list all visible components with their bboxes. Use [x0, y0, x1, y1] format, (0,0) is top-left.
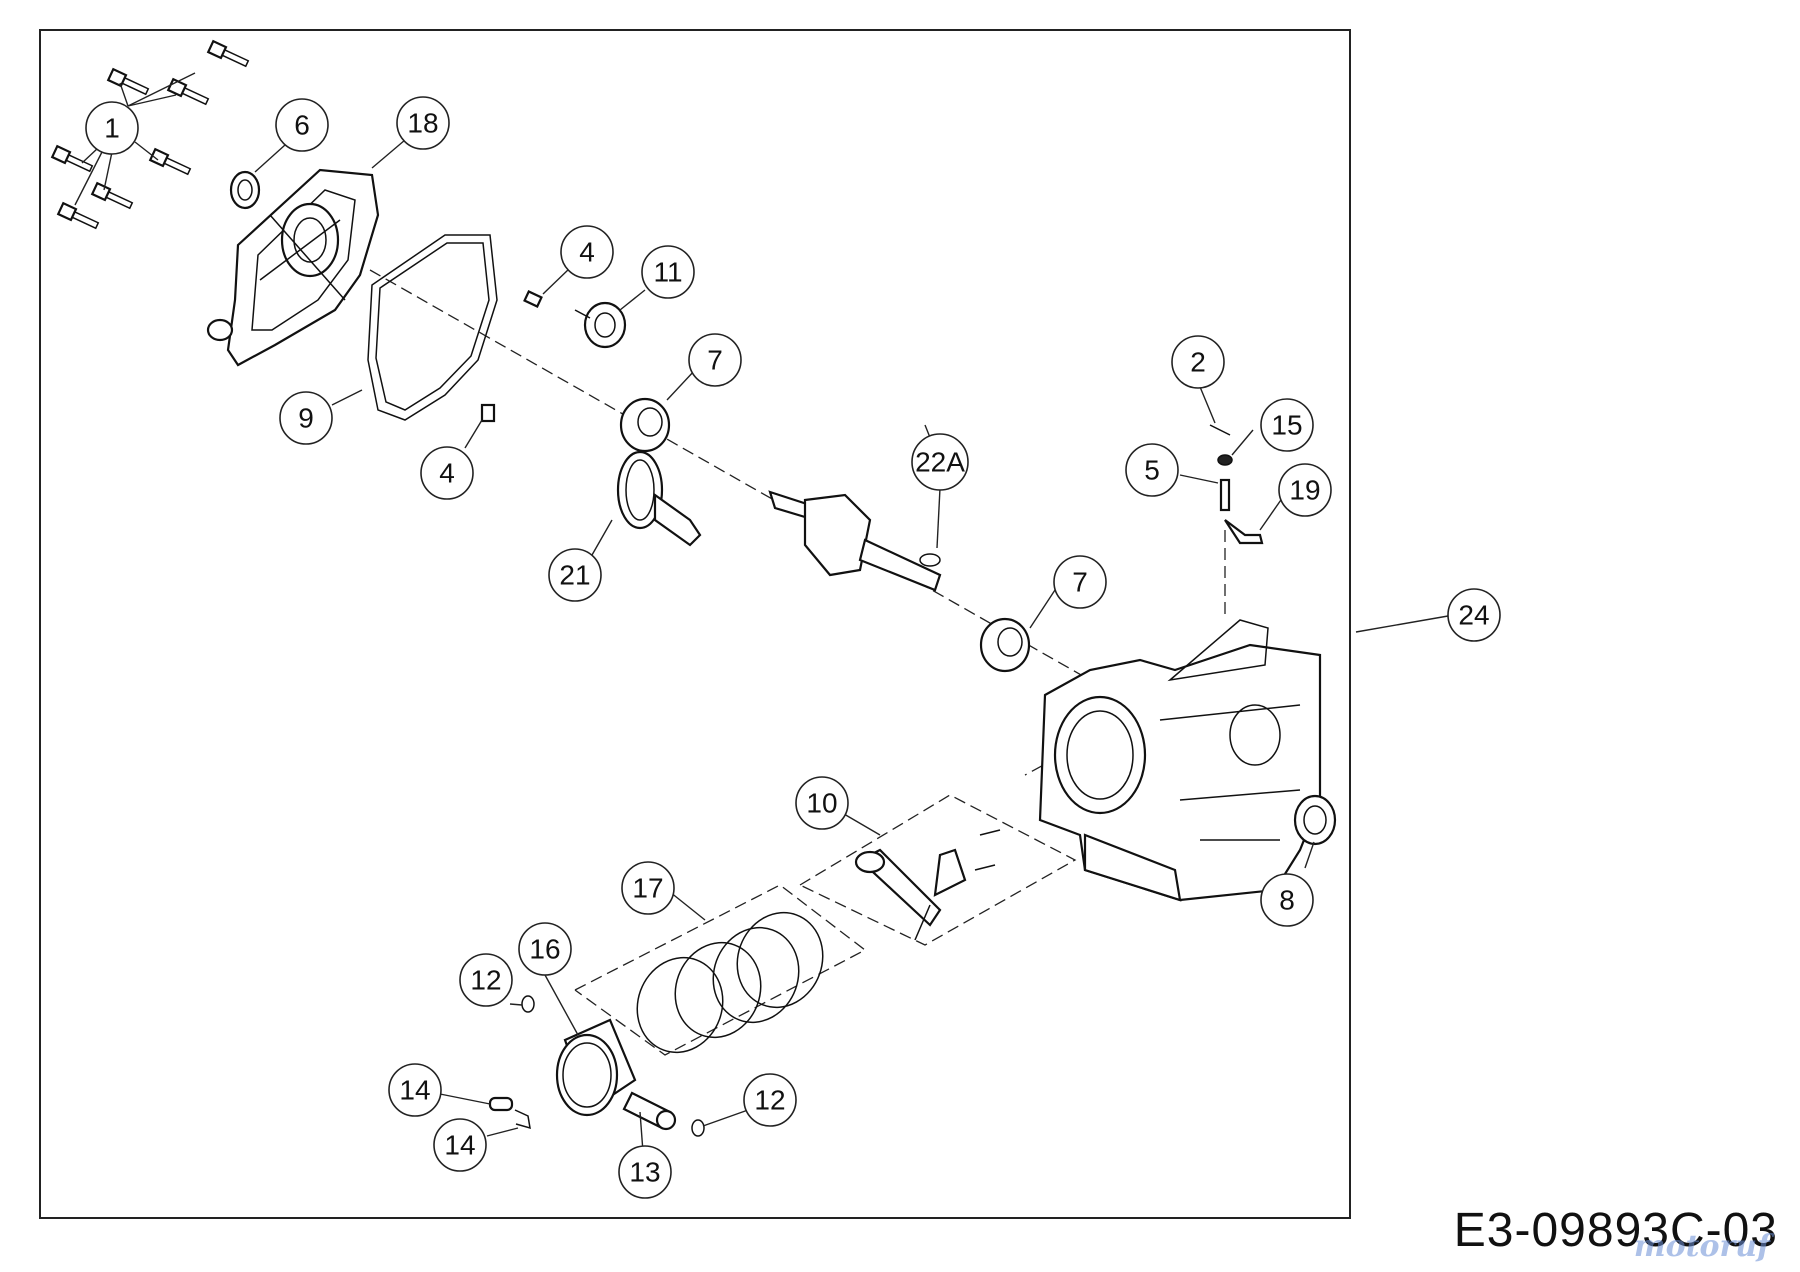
governor-linkage-parts [1209, 424, 1264, 545]
callout-8: 8 [1260, 873, 1314, 927]
callout-17: 17 [621, 861, 675, 915]
bearing-part-7-upper [619, 397, 671, 453]
callout-21-label: 21 [559, 560, 590, 591]
callout-1: 1 [85, 101, 139, 155]
callout-16-label: 16 [529, 934, 560, 965]
callout-4-upper: 4 [560, 225, 614, 279]
connecting-rod-part-10 [799, 794, 1077, 946]
callout-5-label: 5 [1144, 455, 1160, 486]
callout-10: 10 [795, 776, 849, 830]
arm-part-19 [1224, 519, 1264, 545]
callout-13: 13 [618, 1145, 672, 1199]
oil-seal-part-8 [1293, 794, 1337, 846]
piston-part-16 [555, 1018, 637, 1117]
callout-19: 19 [1278, 463, 1332, 517]
piston-pin-part-13 [622, 1091, 677, 1131]
callout-13-label: 13 [629, 1157, 660, 1188]
callout-24: 24 [1447, 588, 1501, 642]
callout-12-upper-label: 12 [470, 965, 501, 996]
gasket-part-9 [367, 234, 498, 421]
callout-12-lower: 12 [743, 1073, 797, 1127]
callout-7-lower: 7 [1053, 555, 1107, 609]
callout-4-upper-label: 4 [579, 237, 595, 268]
dowel-pin-part-4-upper [523, 290, 543, 308]
callout-7-lower-label: 7 [1072, 567, 1088, 598]
callout-24-label: 24 [1458, 600, 1489, 631]
callout-21: 21 [548, 548, 602, 602]
callout-11-label: 11 [653, 257, 682, 288]
callout-19-label: 19 [1289, 475, 1320, 506]
dowel-pin-part-4-lower [480, 403, 496, 423]
oil-seal-part-6 [229, 170, 261, 210]
callout-15-label: 15 [1271, 410, 1302, 441]
callout-5: 5 [1125, 443, 1179, 497]
callout-18: 18 [396, 96, 450, 150]
leader-lines [74, 72, 1449, 1153]
circlip-part-12-upper [521, 995, 535, 1013]
callout-14-lower-label: 14 [444, 1130, 475, 1161]
bearing-part-7-lower [979, 617, 1031, 673]
callout-17-label: 17 [632, 873, 663, 904]
callout-18-label: 18 [407, 108, 438, 139]
drawing-code: E3-09893C-03 [1453, 1204, 1778, 1257]
bolt-set-part-1 [50, 39, 250, 230]
callout-12-upper: 12 [459, 953, 513, 1007]
callout-16: 16 [518, 922, 572, 976]
callout-11: 11 [641, 245, 695, 299]
callout-12-lower-label: 12 [754, 1085, 785, 1116]
diagram-frame [39, 29, 1351, 1219]
circlip-part-12-lower [691, 1119, 705, 1137]
callout-9: 9 [279, 391, 333, 445]
callout-9-label: 9 [298, 403, 314, 434]
callout-7-upper-label: 7 [707, 345, 723, 376]
callout-6: 6 [275, 98, 329, 152]
camshaft-part-21 [616, 450, 702, 547]
callout-22a-label: 22A [915, 447, 965, 478]
callout-2: 2 [1171, 335, 1225, 389]
callout-4-lower: 4 [420, 446, 474, 500]
crankshaft-part-22a [768, 490, 942, 592]
piston-rings-part-17 [574, 884, 867, 1056]
callout-14-upper-label: 14 [399, 1075, 430, 1106]
callout-2-label: 2 [1190, 347, 1206, 378]
governor-gear-part-11 [574, 301, 627, 349]
callout-14-upper: 14 [388, 1063, 442, 1117]
crankcase-cover-part-18 [206, 168, 380, 367]
watermark-logo: motoruf [1633, 1229, 1770, 1264]
callout-10-label: 10 [806, 788, 837, 819]
callout-4-lower-label: 4 [439, 458, 455, 489]
engine-block-part-24 [1038, 619, 1322, 902]
washer-part-15 [1217, 454, 1233, 466]
callout-15: 15 [1260, 398, 1314, 452]
callout-6-label: 6 [294, 110, 310, 141]
clips-part-14 [488, 1096, 531, 1130]
callout-7-upper: 7 [688, 333, 742, 387]
callout-1-label: 1 [104, 113, 120, 144]
callout-8-label: 8 [1279, 885, 1295, 916]
spring-part-5 [1219, 478, 1231, 512]
callout-22a: 22A [911, 433, 969, 491]
callout-14-lower: 14 [433, 1118, 487, 1172]
